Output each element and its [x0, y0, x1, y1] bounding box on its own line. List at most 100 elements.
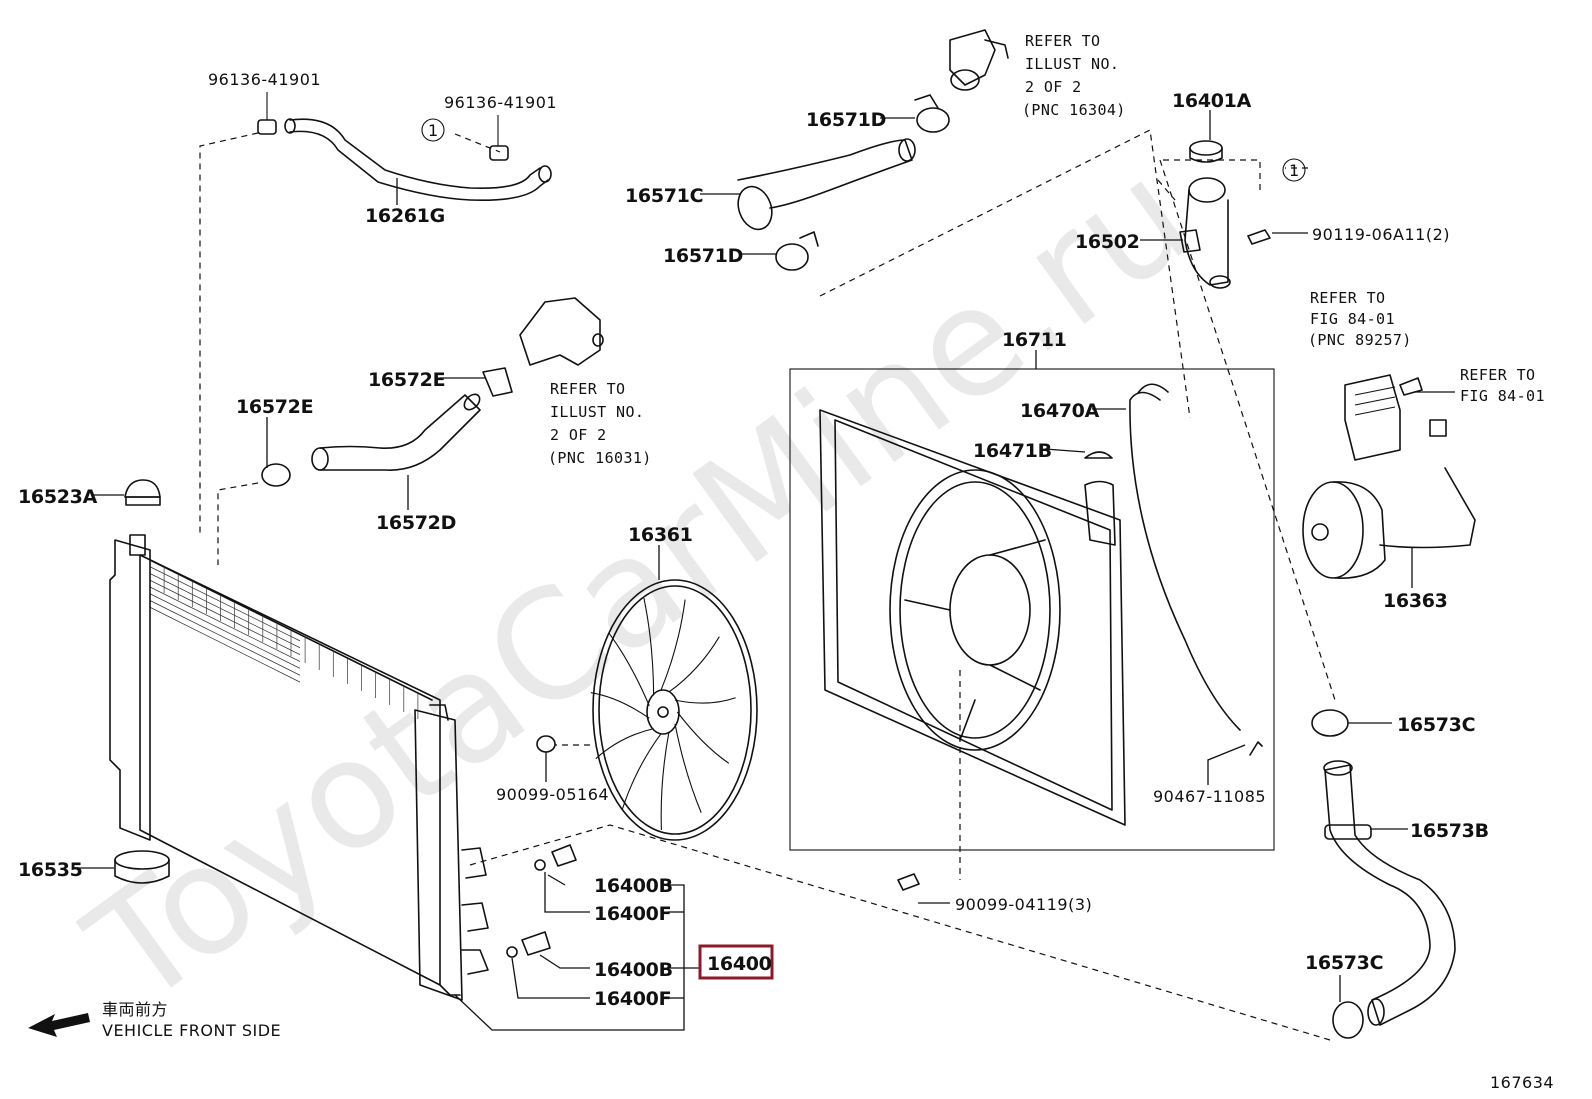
fan-shroud-16711[interactable]: [819, 409, 1126, 826]
part-label[interactable]: 16400B: [594, 875, 673, 897]
highlighted-part-label[interactable]: 16400: [707, 953, 772, 975]
part-label[interactable]: 16571C: [625, 185, 704, 207]
hose-clamp-icon[interactable]: [914, 94, 950, 133]
reservoir-cap-16523a[interactable]: [124, 479, 161, 506]
fan-blade: [643, 597, 655, 696]
svg-text:REFER TO: REFER TO: [1310, 289, 1385, 307]
fan-motor-16363[interactable]: [1302, 419, 1476, 579]
fan-shroud-group-box: [789, 368, 1275, 851]
refer-note-89257: REFER TO FIG 84-01 (PNC 89257): [1308, 289, 1412, 349]
part-label[interactable]: 16502: [1075, 231, 1140, 253]
water-outlet-16502[interactable]: [1179, 177, 1231, 289]
thermostat-housing-icon: [519, 297, 604, 366]
svg-text:ILLUST NO.: ILLUST NO.: [550, 403, 644, 421]
grommet-16535[interactable]: [114, 850, 170, 884]
bolt-icon[interactable]: [897, 873, 920, 891]
figure-number: 167634: [1490, 1073, 1554, 1092]
svg-text:FIG 84-01: FIG 84-01: [1310, 310, 1395, 328]
drain-plug-16400b[interactable]: [534, 844, 577, 871]
part-label[interactable]: 16711: [1002, 329, 1067, 351]
highlight-box: [698, 944, 774, 980]
assembly-boundary-lines: [199, 129, 1336, 1041]
hose-clamp-icon[interactable]: [1332, 1001, 1364, 1039]
refer-note-16031: REFER TO ILLUST NO. 2 OF 2 (PNC 16031): [548, 380, 652, 467]
part-label[interactable]: 16401A: [1172, 90, 1252, 112]
fan-blade: [595, 728, 654, 760]
bolt-icon[interactable]: [1247, 229, 1271, 245]
callout-circle-icon: 1: [1282, 158, 1306, 182]
part-label[interactable]: 16400B: [594, 959, 673, 981]
part-label[interactable]: 16573C: [1305, 952, 1384, 974]
fan-blade: [621, 733, 662, 811]
hose-clamp-icon[interactable]: [261, 463, 291, 487]
part-label[interactable]: 96136-41901: [208, 70, 321, 89]
part-label[interactable]: 16523A: [18, 486, 98, 508]
leader-lines: [75, 110, 1455, 1031]
callout-circle-icon: 1: [421, 118, 445, 142]
svg-text:2 OF 2: 2 OF 2: [550, 426, 607, 444]
fan-blade: [674, 723, 702, 813]
part-label[interactable]: 16471B: [973, 440, 1052, 462]
hose-clamp-icon[interactable]: [1311, 709, 1349, 737]
svg-text:(PNC 16031): (PNC 16031): [548, 449, 652, 467]
fan-blade: [660, 599, 686, 691]
fan-blade: [590, 692, 650, 719]
svg-text:ILLUST NO.: ILLUST NO.: [1025, 55, 1119, 73]
part-label[interactable]: 16572D: [376, 512, 456, 534]
part-label[interactable]: 16261G: [365, 205, 445, 227]
part-label[interactable]: 16361: [628, 524, 693, 546]
part-label[interactable]: 16572E: [368, 369, 446, 391]
refer-note-16304: REFER TO ILLUST NO. 2 OF 2 (PNC 16304): [1022, 32, 1125, 119]
lower-hose-16573b[interactable]: [1323, 760, 1456, 1026]
front-side-japanese: 車両前方: [102, 1000, 168, 1019]
part-label[interactable]: 90119-06A11(2): [1312, 225, 1450, 244]
part-label[interactable]: 16573C: [1397, 714, 1476, 736]
svg-text:FIG 84-01: FIG 84-01: [1460, 387, 1545, 405]
fan-blade: [660, 731, 670, 830]
hose-clamp-icon[interactable]: [775, 231, 819, 271]
part-label[interactable]: 90467-11085: [1153, 787, 1266, 806]
part-label[interactable]: 90099-05164: [496, 785, 609, 804]
fan-blade: [676, 711, 730, 764]
part-label[interactable]: 16571D: [663, 245, 743, 267]
bolt-icon[interactable]: [1399, 377, 1423, 396]
radiator-core[interactable]: [109, 534, 489, 1001]
drain-plug-16400b[interactable]: [506, 931, 551, 958]
part-label[interactable]: 16400F: [594, 988, 672, 1010]
part-label[interactable]: 16535: [18, 859, 83, 881]
water-inlet-fitting-icon: [949, 29, 1009, 91]
part-label[interactable]: 16470A: [1020, 400, 1100, 422]
hose-clamp-icon[interactable]: [482, 367, 513, 397]
part-label[interactable]: 16363: [1383, 590, 1448, 612]
hose-clamp-icon[interactable]: [257, 92, 277, 135]
svg-text:REFER TO: REFER TO: [1025, 32, 1100, 50]
clamp-16471b[interactable]: [1084, 451, 1113, 459]
front-side-english: VEHICLE FRONT SIDE: [102, 1021, 281, 1040]
clip-icon[interactable]: [1249, 741, 1263, 756]
fan-blade: [608, 632, 650, 707]
svg-text:2 OF 2: 2 OF 2: [1025, 78, 1082, 96]
part-label[interactable]: 96136-41901: [444, 93, 557, 112]
svg-text:1: 1: [428, 121, 439, 140]
hose-clamp-icon[interactable]: [489, 115, 509, 161]
svg-text:(PNC 89257): (PNC 89257): [1308, 331, 1412, 349]
part-label[interactable]: 16572E: [236, 396, 314, 418]
fan-blade: [668, 636, 720, 693]
part-label[interactable]: 90099-04119(3): [955, 895, 1092, 914]
overflow-hose-16470a[interactable]: [1129, 383, 1241, 731]
radiator-cap-16401a[interactable]: [1189, 140, 1223, 163]
part-label[interactable]: 16573B: [1410, 820, 1489, 842]
fan-resistor-icon: [1344, 374, 1401, 461]
svg-text:REFER TO: REFER TO: [550, 380, 625, 398]
svg-text:1: 1: [1289, 161, 1300, 180]
part-label[interactable]: 16400F: [594, 903, 672, 925]
fan-blade: [674, 697, 736, 704]
refer-note-8401: REFER TO FIG 84-01: [1460, 366, 1545, 405]
cooling-fan-16361[interactable]: [590, 579, 758, 841]
radiator-hose-16571c[interactable]: [732, 138, 916, 234]
hose-16261g[interactable]: [284, 118, 552, 202]
vehicle-front-arrow-icon: [28, 1013, 90, 1037]
part-label[interactable]: 16571D: [806, 109, 886, 131]
hose-16572d[interactable]: [311, 391, 483, 471]
